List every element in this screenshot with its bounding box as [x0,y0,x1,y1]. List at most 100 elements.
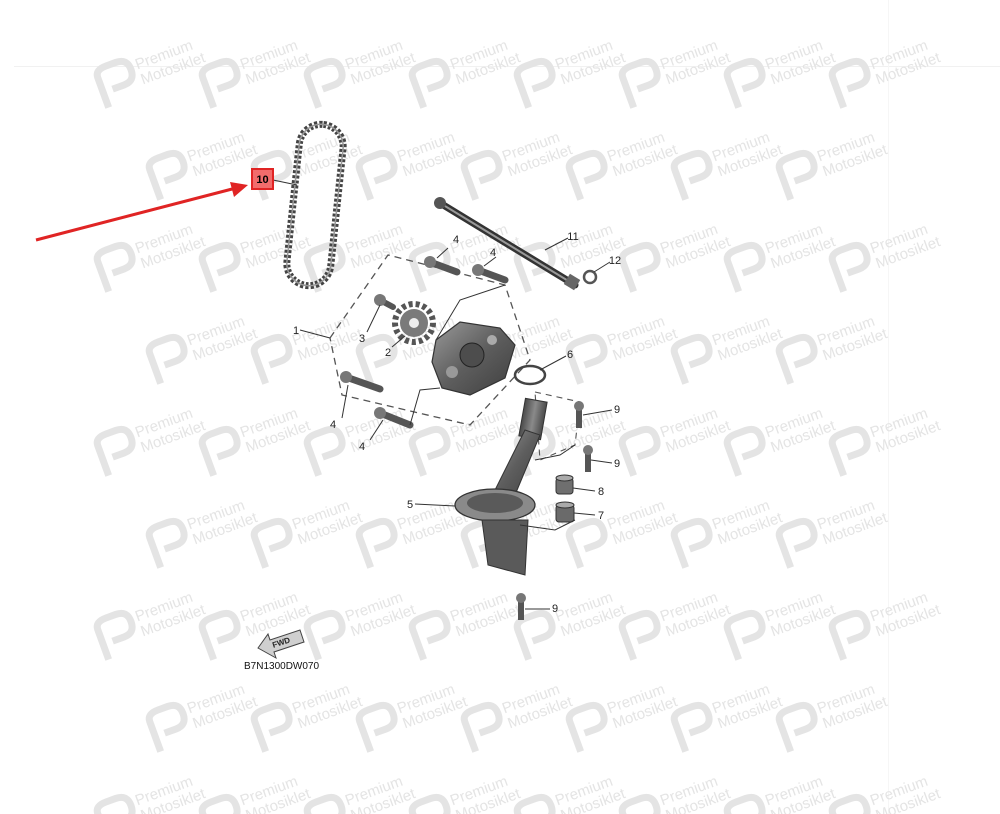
callout-4-label[interactable]: 4 [330,419,336,431]
watermark-logo-icon [723,241,766,293]
callout-9-label[interactable]: 9 [552,603,558,615]
callout-10-label[interactable]: 10 [256,174,268,186]
callout-9-label[interactable]: 9 [614,458,620,470]
pipe-part [434,197,581,291]
watermark-logo-icon [250,517,293,569]
bolt-part [340,371,384,393]
watermark-logo-icon [618,57,661,109]
o-ring-part-12 [582,269,598,285]
watermark-logo-icon [723,57,766,109]
watermark-logo-icon [355,517,398,569]
watermark-logo-icon [408,57,451,109]
watermark-logo-icon [670,701,713,753]
callout-12-label[interactable]: 12 [609,255,621,267]
watermark-logo-icon [250,149,293,201]
watermark-logo-icon [513,241,556,293]
watermark-logo-icon [355,333,398,385]
callout-9-label[interactable]: 9 [614,404,620,416]
drawing-code: B7N1300DW070 [244,661,319,672]
watermark-logo-icon [775,149,818,201]
bolt-part [424,256,461,276]
watermark-logo-icon [565,149,608,201]
watermark-logo-icon [618,793,661,814]
watermark-logo-icon [565,517,608,569]
right-divider [888,0,889,814]
sprocket-bolt-part [374,294,396,310]
watermark-logo-icon [618,609,661,661]
watermark-logo-icon [198,57,241,109]
oil-strainer-part [454,397,548,576]
watermark-logo-icon [408,425,451,477]
sprocket-part [392,301,436,345]
top-divider [14,66,1000,67]
callout-1-label[interactable]: 1 [293,325,299,337]
watermark-logo-icon [198,609,241,661]
callout-3-label[interactable]: 3 [359,333,365,345]
watermark-logo-icon [723,609,766,661]
watermark-logo-icon [303,57,346,109]
callout-4-label[interactable]: 4 [359,441,365,453]
watermark-logo-icon [93,609,136,661]
watermark-logo-icon [828,57,871,109]
callout-7-label[interactable]: 7 [598,510,604,522]
assembly-dashed-outline [329,254,531,426]
watermark-logo-icon [355,701,398,753]
cam-chain [283,120,347,290]
callout-4-label[interactable]: 4 [490,247,496,259]
callout-11-label[interactable]: 11 [567,231,578,243]
highlight-arrow [35,182,248,242]
callout-8-label[interactable]: 8 [598,486,604,498]
watermark-logo-icon [775,701,818,753]
watermark-logo-icon [565,701,608,753]
bolt-part [472,264,509,284]
watermark-logo-icon [723,793,766,814]
callout-6-label[interactable]: 6 [567,349,573,361]
bolt-part [574,401,584,428]
watermark-logo-icon [565,333,608,385]
watermark-logo-icon [303,793,346,814]
collar-part-8 [555,474,574,495]
watermark-logo-icon [250,333,293,385]
watermark-logo-icon [355,149,398,201]
callout-4-label[interactable]: 4 [453,234,459,246]
callout-5-label[interactable]: 5 [407,499,413,511]
watermark-logo-icon [670,517,713,569]
callout-2-label[interactable]: 2 [385,347,391,359]
watermark-logo-icon [513,793,556,814]
watermark-logo-icon [93,425,136,477]
